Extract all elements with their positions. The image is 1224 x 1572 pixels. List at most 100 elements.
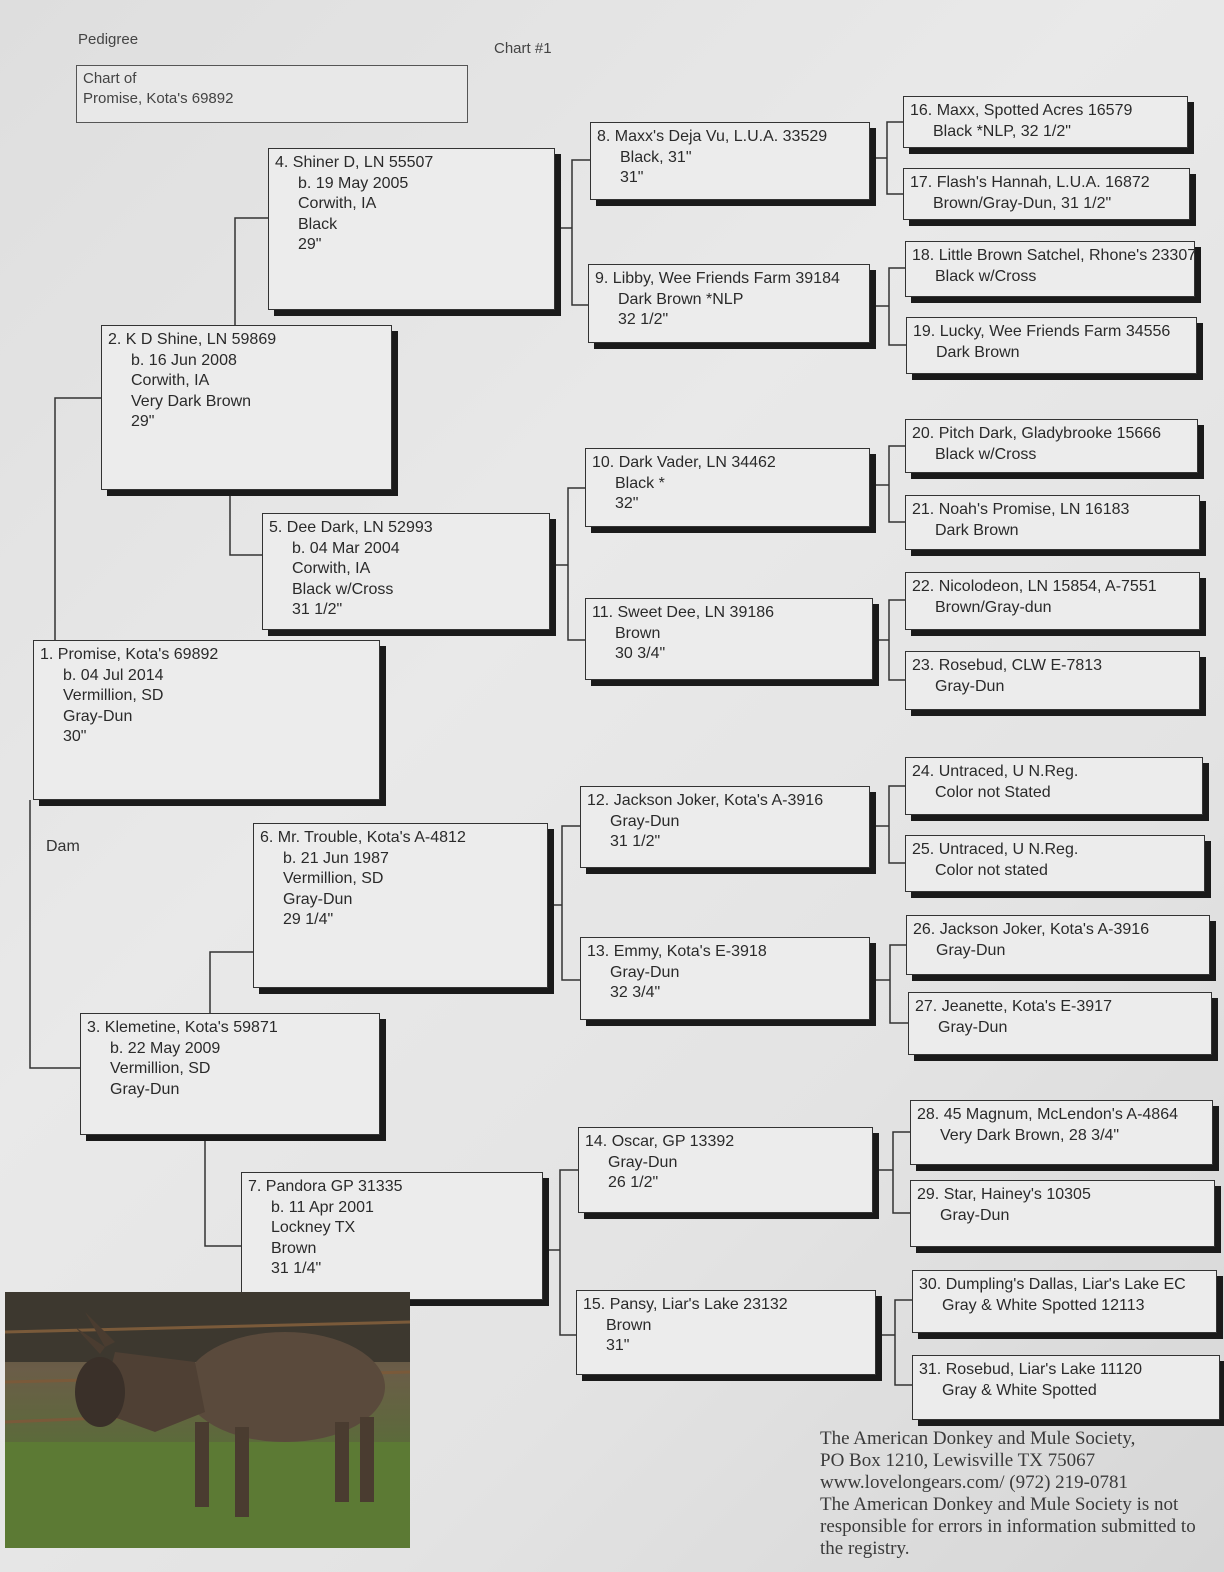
animal-detail: Gray-Dun xyxy=(936,941,1006,959)
animal-name: 22. Nicolodeon, LN 15854, A-7551 xyxy=(912,578,1157,595)
animal-detail: Gray-Dun xyxy=(283,890,353,908)
animal-detail: 31 1/2" xyxy=(610,833,661,850)
animal-detail: Vermillion, SD xyxy=(110,1060,211,1077)
animal-detail: 31" xyxy=(606,1337,630,1354)
animal-detail: Gray-Dun xyxy=(608,1153,678,1171)
animal-name: 20. Pitch Dark, Gladybrooke 15666 xyxy=(912,425,1162,442)
animal-detail: Lockney TX xyxy=(271,1219,356,1236)
animal-detail: Dark Brown xyxy=(936,343,1020,361)
animal-detail: 31 1/4" xyxy=(271,1260,322,1277)
animal-name: 14. Oscar, GP 13392 xyxy=(585,1133,735,1150)
animal-detail: Corwith, IA xyxy=(298,195,377,212)
pedigree-label: Pedigree xyxy=(78,31,139,48)
animal-name: 16. Maxx, Spotted Acres 16579 xyxy=(910,102,1133,119)
animal-detail: b. 11 Apr 2001 xyxy=(271,1198,374,1216)
animal-detail: Dark Brown *NLP xyxy=(618,290,744,308)
animal-detail: Gray-Dun xyxy=(610,812,680,830)
animal-detail: Corwith, IA xyxy=(292,560,371,577)
animal-name: 1. Promise, Kota's 69892 xyxy=(40,646,219,663)
animal-name: 27. Jeanette, Kota's E-3917 xyxy=(915,998,1112,1015)
footer-line: the registry. xyxy=(820,1538,910,1559)
animal-detail: Color not Stated xyxy=(935,783,1051,801)
animal-name: 21. Noah's Promise, LN 16183 xyxy=(912,501,1130,518)
chart-of-box: Chart of Promise, Kota's 69892 xyxy=(76,65,468,123)
footer-line: The American Donkey and Mule Society, xyxy=(820,1428,1136,1449)
animal-detail: b. 22 May 2009 xyxy=(110,1039,221,1057)
chart-of-label: Chart of xyxy=(83,70,137,87)
dam-label: Dam xyxy=(46,838,80,855)
animal-name: 17. Flash's Hannah, L.U.A. 16872 xyxy=(910,174,1150,191)
animal-detail: Gray-Dun xyxy=(938,1018,1008,1036)
animal-name: 31. Rosebud, Liar's Lake 11120 xyxy=(919,1361,1143,1378)
animal-detail: b. 04 Jul 2014 xyxy=(63,666,164,684)
animal-detail: b. 19 May 2005 xyxy=(298,174,409,192)
animal-detail: 30" xyxy=(63,728,87,745)
animal-detail: 29" xyxy=(298,236,322,253)
animal-detail: Dark Brown xyxy=(935,521,1019,539)
animal-detail: 31 1/2" xyxy=(292,601,343,618)
footer-line: responsible for errors in information su… xyxy=(820,1516,1196,1537)
animal-detail: 29 1/4" xyxy=(283,911,334,928)
donkey-photo xyxy=(5,1292,410,1548)
animal-detail: Black xyxy=(298,215,338,233)
animal-name: 18. Little Brown Satchel, Rhone's 23307 xyxy=(912,247,1197,264)
animal-name: 24. Untraced, U N.Reg. xyxy=(912,763,1079,780)
animal-detail: Black w/Cross xyxy=(292,580,394,598)
animal-detail: b. 16 Jun 2008 xyxy=(131,351,237,369)
animal-detail: Gray & White Spotted 12113 xyxy=(942,1296,1145,1314)
animal-detail: Gray-Dun xyxy=(110,1080,180,1098)
animal-detail: Gray & White Spotted xyxy=(942,1381,1097,1399)
pedigree-box-30: 30. Dumpling's Dallas, Liar's Lake EC Gra… xyxy=(912,1270,1217,1333)
animal-detail: 32 1/2" xyxy=(618,311,669,328)
animal-detail: Very Dark Brown xyxy=(131,392,252,410)
registry-footer: The American Donkey and Mule Society, PO… xyxy=(820,1428,1196,1560)
animal-detail: Corwith, IA xyxy=(131,372,210,389)
animal-name: 7. Pandora GP 31335 xyxy=(248,1178,403,1195)
animal-detail: b. 04 Mar 2004 xyxy=(292,539,400,557)
chart-of-name: Promise, Kota's 69892 xyxy=(83,90,234,107)
animal-detail: Very Dark Brown, 28 3/4" xyxy=(940,1126,1120,1144)
animal-detail: 32" xyxy=(615,495,639,512)
animal-detail: Black *NLP, 32 1/2" xyxy=(933,122,1071,140)
animal-name: 6. Mr. Trouble, Kota's A-4812 xyxy=(260,829,466,846)
animal-name: 12. Jackson Joker, Kota's A-3916 xyxy=(587,792,824,809)
animal-name: 19. Lucky, Wee Friends Farm 34556 xyxy=(913,323,1171,340)
animal-detail: 31" xyxy=(620,169,644,186)
animal-name: 8. Maxx's Deja Vu, L.U.A. 33529 xyxy=(597,128,828,145)
animal-name: 15. Pansy, Liar's Lake 23132 xyxy=(583,1296,788,1313)
animal-detail: Gray-Dun xyxy=(610,963,680,981)
animal-name: 26. Jackson Joker, Kota's A-3916 xyxy=(913,921,1150,938)
animal-name: 30. Dumpling's Dallas, Liar's Lake EC xyxy=(919,1276,1186,1293)
footer-line: The American Donkey and Mule Society is … xyxy=(820,1494,1179,1515)
animal-detail: Black w/Cross xyxy=(935,267,1037,285)
animal-detail: 29" xyxy=(131,413,155,430)
animal-detail: Vermillion, SD xyxy=(63,687,164,704)
animal-name: 11. Sweet Dee, LN 39186 xyxy=(592,604,775,621)
animal-name: 5. Dee Dark, LN 52993 xyxy=(269,519,433,536)
animal-detail: 26 1/2" xyxy=(608,1174,659,1191)
animal-detail: Vermillion, SD xyxy=(283,870,384,887)
animal-name: 13. Emmy, Kota's E-3918 xyxy=(587,943,767,960)
animal-detail: Color not stated xyxy=(935,861,1048,879)
pedigree-box-24: 24. Untraced, U N.Reg. Color not Stated xyxy=(905,757,1203,815)
pedigree-box-25: 25. Untraced, U N.Reg.Color not stated xyxy=(905,835,1205,892)
